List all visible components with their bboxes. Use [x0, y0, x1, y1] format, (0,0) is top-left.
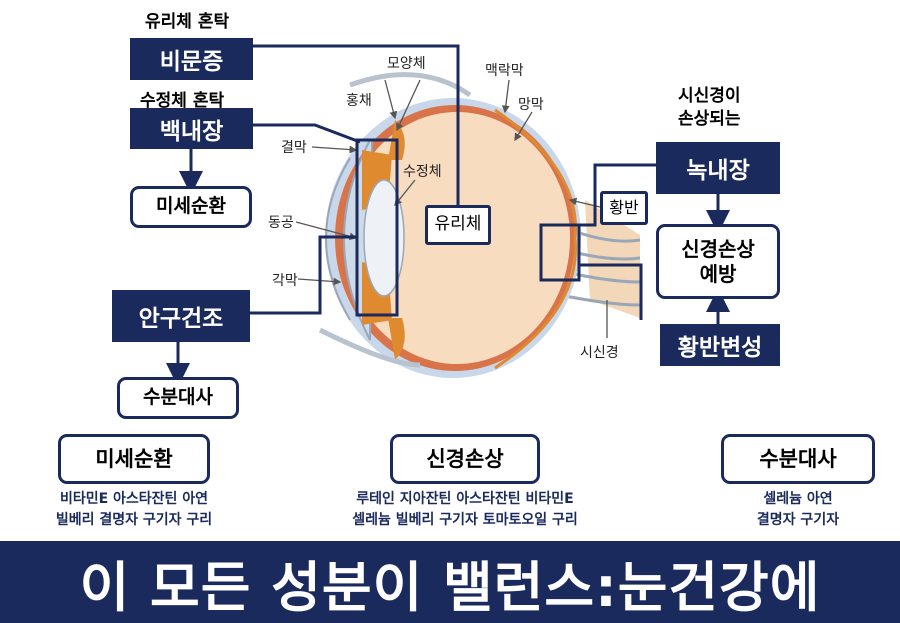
label-pupil: 동공	[268, 215, 294, 231]
nutrient-line: 결명자 구기자	[756, 512, 840, 528]
nerve-protection-outcome-box: 신경손상 예방	[656, 224, 780, 299]
nutrient-line: 빌베리 결명자 구기자 구리	[55, 512, 213, 528]
nutrient-list-microcirculation: 비타민E 아스타잔틴 아연 빌베리 결명자 구기자 구리	[0, 489, 268, 531]
nutrient-line: 셀레늄 빌베리 구기자 토마토오일 구리	[352, 512, 578, 528]
caption-optic-nerve-damage: 시신경이 손상되는	[678, 86, 741, 129]
nutrient-line: 루테인 지아잔틴 아스타잔틴 비타민E	[356, 491, 574, 507]
label-iris: 홍채	[346, 93, 372, 109]
label-retina: 망막	[518, 97, 544, 113]
cataract-box: 백내장	[130, 108, 253, 149]
optic-nerve-illustration	[559, 200, 641, 318]
iris-lens-frame	[355, 138, 399, 317]
nutrient-line: 셀레늄 아연	[763, 491, 833, 507]
nutrient-line: 비타민E 아스타잔틴 아연	[59, 491, 209, 507]
caption-vitreous-opacity: 유리체 혼탁	[145, 12, 230, 32]
hydration-outcome-box: 수분대사	[117, 377, 239, 419]
label-conjunctiva: 결막	[281, 140, 307, 156]
dry-eye-box: 안구건조	[112, 290, 250, 342]
macular-degeneration-box: 황반변성	[660, 324, 780, 366]
caption-lens-opacity: 수정체 혼탁	[140, 91, 225, 111]
microcirculation-outcome-box: 미세순환	[130, 186, 252, 228]
label-ciliary-body: 모양체	[387, 56, 426, 72]
macula-frame	[539, 223, 581, 282]
nutrient-list-hydration: 셀레늄 아연 결명자 구기자	[700, 489, 896, 531]
floaters-box: 비문증	[130, 38, 253, 80]
vitreous-label-box: 유리체	[425, 205, 491, 245]
nutrient-list-nerve: 루테인 지아잔틴 아스타잔틴 비타민E 셀레늄 빌베리 구기자 토마토오일 구리	[300, 489, 630, 531]
nutrient-group-title-nerve: 신경손상	[390, 434, 540, 484]
bottom-banner: 이 모든 성분이 밸런스:눈건강에	[0, 541, 900, 623]
nutrient-group-title-microcirculation: 미세순환	[58, 434, 210, 484]
nutrient-group-title-hydration: 수분대사	[721, 434, 875, 484]
label-cornea: 각막	[272, 273, 298, 289]
connector-lines	[166, 44, 730, 387]
macula-label-box: 황반	[600, 191, 648, 225]
glaucoma-box: 녹내장	[656, 142, 780, 194]
label-lens: 수정체	[403, 164, 442, 180]
label-choroid: 맥락막	[485, 63, 524, 79]
label-optic-nerve: 시신경	[580, 345, 619, 361]
